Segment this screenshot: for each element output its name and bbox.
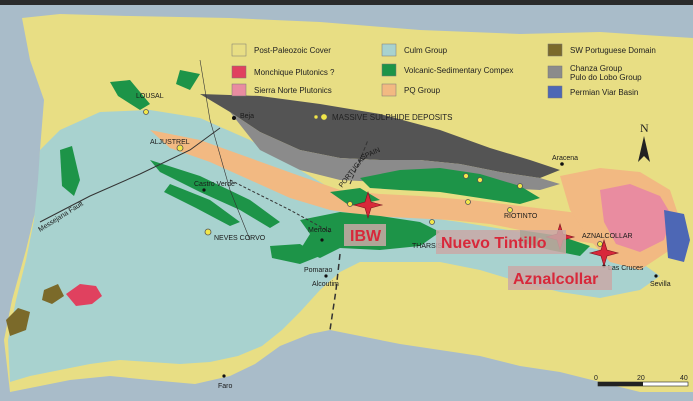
area-sw-portuguese-1 <box>6 308 30 336</box>
legend-swatch-chanza <box>547 65 563 79</box>
highlight-nuevo-tintillo-label: Nuevo Tintillo <box>441 235 547 252</box>
town-castro-verde: Castro Verde <box>194 181 235 188</box>
legend-deposit-large-dot <box>320 113 328 121</box>
legend-label-volcanic: Volcanic-Sedimentary Compex <box>404 66 513 75</box>
legend-label-sw-portuguese: SW Portuguese Domain <box>570 46 656 55</box>
legend-swatch-sw-portuguese <box>547 43 563 57</box>
highlight-nuevo-tintillo-box: Nuevo Tintillo <box>436 230 566 254</box>
legend-label-viar: Permian Viar Basin <box>570 88 638 97</box>
north-arrow: N <box>638 121 650 162</box>
scale-tick-40: 40 <box>680 375 688 382</box>
highlight-aznalcollar-label: Aznalcollar <box>513 271 598 288</box>
town-aljustrel: ALJUSTREL <box>150 139 190 146</box>
town-dots <box>202 116 658 378</box>
legend-swatch-sierra-norte <box>231 83 247 97</box>
area-viar <box>664 210 690 262</box>
highlight-ibw-label: IBW <box>350 228 382 245</box>
legend-swatch-volcanic <box>381 63 397 77</box>
legend-label-culm: Culm Group <box>404 46 448 55</box>
highlight-aznalcollar-box: Aznalcollar <box>508 266 612 290</box>
area-pq <box>150 130 660 246</box>
scale-tick-20: 20 <box>637 375 645 382</box>
highlight-ibw-box: IBW <box>344 224 386 246</box>
fault-lines <box>39 59 369 331</box>
town-sevilla: Sevilla <box>650 281 671 288</box>
area-chanza-dark <box>200 94 560 178</box>
north-label: N <box>640 121 649 135</box>
legend-label-pq: PQ Group <box>404 86 441 95</box>
town-pomarao: Pomarao <box>304 267 333 274</box>
town-neves-corvo: NEVES CORVO <box>214 235 266 242</box>
area-monchique <box>66 284 102 306</box>
legend-swatch-post-paleozoic <box>231 43 247 57</box>
town-alcoutim: Alcoutim <box>312 281 339 288</box>
area-sw-portuguese-2 <box>42 284 64 304</box>
deposit-markers <box>143 109 603 247</box>
legend-deposit-small-dot <box>313 114 319 120</box>
town-lousal: LOUSAL <box>136 93 164 100</box>
legend-label-pulo-do-lobo: Pulo do Lobo Group <box>570 73 642 82</box>
legend-swatch-monchique <box>231 65 247 79</box>
legend-swatch-pq <box>381 83 397 97</box>
town-aznalcollar-small: AZNALCOLLAR <box>582 233 633 240</box>
town-las-cruces: Las Cruces <box>608 265 644 272</box>
top-border <box>0 0 693 5</box>
legend: Post-Paleozoic Cover Monchique Plutonics… <box>231 43 656 122</box>
legend-label-monchique: Monchique Plutonics ? <box>254 68 335 77</box>
legend-swatch-viar <box>547 85 563 99</box>
town-tharsis: THARSIS <box>412 243 443 250</box>
scale-bar: 0 20 40 <box>594 375 689 387</box>
north-arrow-icon <box>638 136 650 162</box>
star-ibw <box>352 190 384 220</box>
legend-label-post-paleozoic: Post-Paleozoic Cover <box>254 46 331 55</box>
area-chanza-light <box>230 112 560 190</box>
area-sierra-norte <box>600 184 672 252</box>
town-aracena: Aracena <box>552 155 578 162</box>
town-beja: Beja <box>240 113 254 120</box>
town-faro: Faro <box>218 383 233 390</box>
legend-swatch-culm <box>381 43 397 57</box>
legend-label-sierra-norte: Sierra Norte Plutonics <box>254 86 332 95</box>
scale-tick-0: 0 <box>594 375 598 382</box>
town-mertola: Mertola <box>308 227 331 234</box>
town-riotinto: RIOTINTO <box>504 213 538 220</box>
legend-label-deposits: MASSIVE SULPHIDE DEPOSITS <box>332 113 452 122</box>
legend-label-chanza: Chanza Group <box>570 64 623 73</box>
